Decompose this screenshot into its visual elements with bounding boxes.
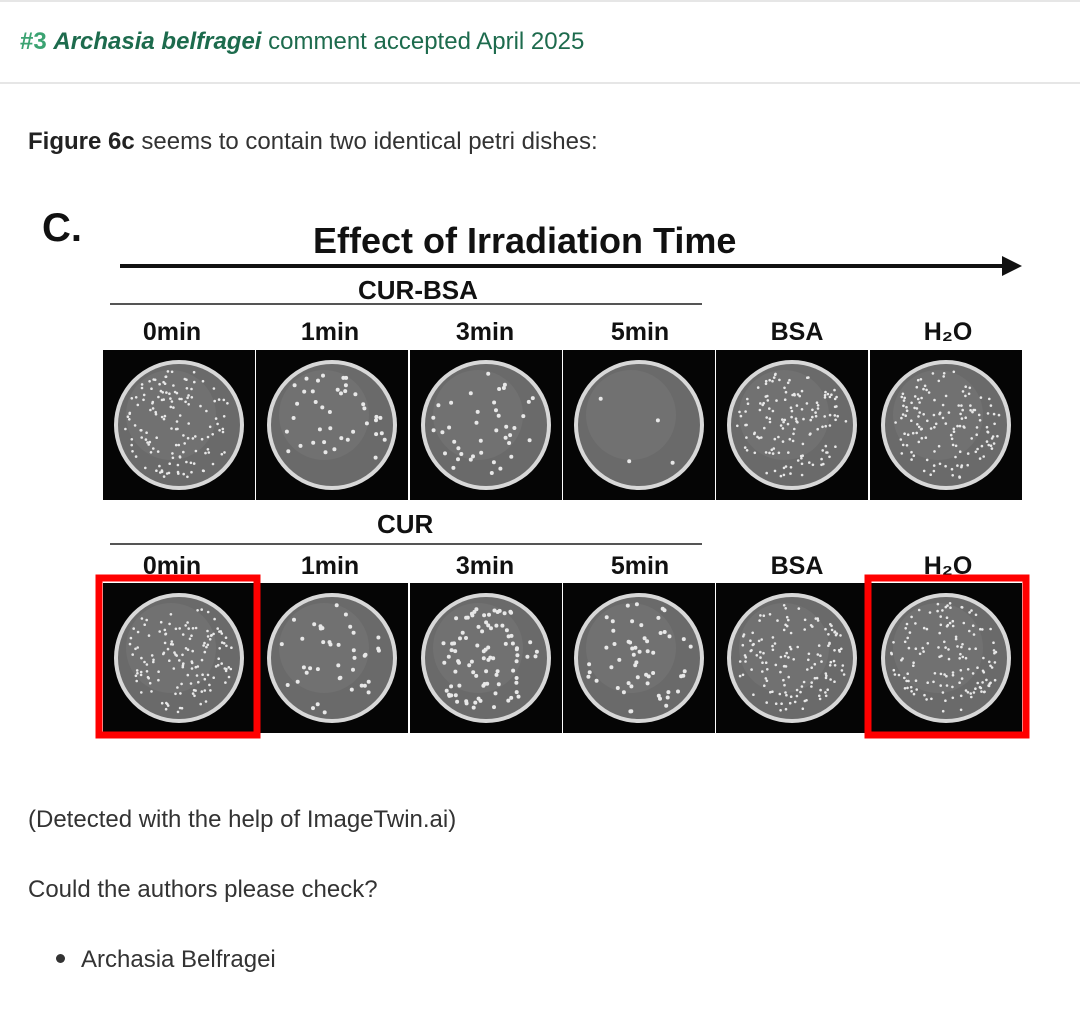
column-label-2: 3min <box>456 318 514 346</box>
petri-dish-bottom_row-5 <box>870 583 1022 733</box>
petri-dish-top_row-2 <box>410 350 562 500</box>
column-label-3: 5min <box>611 552 669 580</box>
highlight-frame-0min <box>95 574 261 739</box>
commenter-name[interactable]: Archasia belfragei <box>53 28 262 55</box>
column-label-5: H₂O <box>924 318 973 346</box>
column-label-1: 1min <box>301 552 359 580</box>
figure-6c-image: C. Effect of Irradiation Time CUR-BSA 0m… <box>42 206 1030 739</box>
petri-dish-top_row-4 <box>716 350 868 500</box>
figure-title: Effect of Irradiation Time <box>313 220 736 261</box>
column-label-1: 1min <box>301 318 359 346</box>
intro-paragraph: Figure 6c seems to contain two identical… <box>28 128 598 156</box>
petri-dish-bottom_row-1 <box>256 583 408 733</box>
column-label-2: 3min <box>456 552 514 580</box>
column-label-3: 5min <box>611 318 669 346</box>
petri-dish-bottom_row-2 <box>410 583 562 733</box>
signature-list-item: Archasia Belfragei <box>56 946 276 974</box>
figure-reference: Figure 6c <box>28 128 135 155</box>
panel-letter: C. <box>42 206 82 250</box>
time-arrow-head <box>1002 256 1022 276</box>
highlight-frame-h2o <box>864 574 1030 739</box>
bottom-group-label: CUR <box>377 509 434 539</box>
comment-number[interactable]: #3 <box>20 28 47 55</box>
intro-text: seems to contain two identical petri dis… <box>141 128 598 155</box>
petri-dish-top_row-0 <box>103 350 255 500</box>
bullet-icon <box>56 954 65 964</box>
petri-dish-bottom_row-3 <box>563 583 715 733</box>
petri-dish-bottom_row-4 <box>716 583 868 733</box>
comment-header: #3 Archasia belfragei comment accepted A… <box>0 0 1080 84</box>
detection-note: (Detected with the help of ImageTwin.ai) <box>28 806 457 833</box>
petri-dish-top_row-1 <box>256 350 408 500</box>
signature-name: Archasia Belfragei <box>81 946 276 973</box>
petri-dish-top_row-5 <box>870 350 1022 500</box>
petri-dish-bottom_row-0 <box>103 583 255 733</box>
comment-status: comment accepted April 2025 <box>268 28 585 55</box>
top-group-label: CUR-BSA <box>358 275 478 305</box>
column-label-0: 0min <box>143 318 201 346</box>
petri-dish-top_row-3 <box>563 350 715 500</box>
request-question: Could the authors please check? <box>28 876 378 903</box>
column-label-4: BSA <box>771 318 824 346</box>
comment-title-line: #3 Archasia belfragei comment accepted A… <box>20 28 584 56</box>
column-label-4: BSA <box>771 552 824 580</box>
